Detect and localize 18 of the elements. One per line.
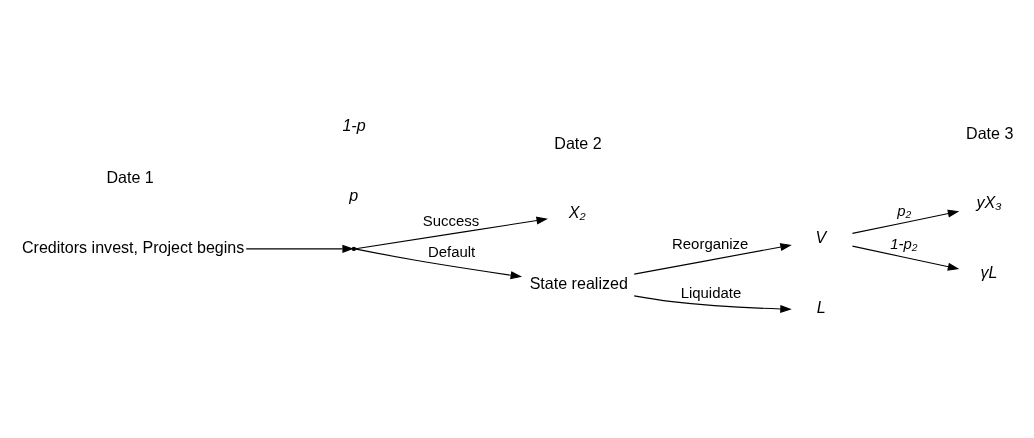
node-text: yX₃ bbox=[976, 193, 1002, 212]
node-text: V bbox=[815, 227, 827, 246]
node-text: X₂ bbox=[568, 202, 586, 221]
label: Date 2 bbox=[554, 133, 602, 152]
node-text: Creditors invest, Project begins bbox=[21, 238, 245, 257]
edge-label: Default bbox=[427, 243, 476, 261]
label: Date 3 bbox=[966, 124, 1014, 143]
edge-label: 1-p₂ bbox=[890, 235, 918, 253]
edge-label: Success bbox=[422, 212, 480, 230]
label: 1-p bbox=[342, 116, 366, 135]
node-text: State realized bbox=[529, 273, 628, 292]
edge-label: Reorganize bbox=[672, 235, 749, 253]
node-text: γL bbox=[980, 263, 998, 282]
node-text: L bbox=[816, 297, 826, 316]
edge-label: p₂ bbox=[897, 202, 912, 220]
edge-label: Liquidate bbox=[680, 283, 742, 301]
label: Date 1 bbox=[106, 168, 154, 187]
label: p bbox=[349, 186, 359, 205]
